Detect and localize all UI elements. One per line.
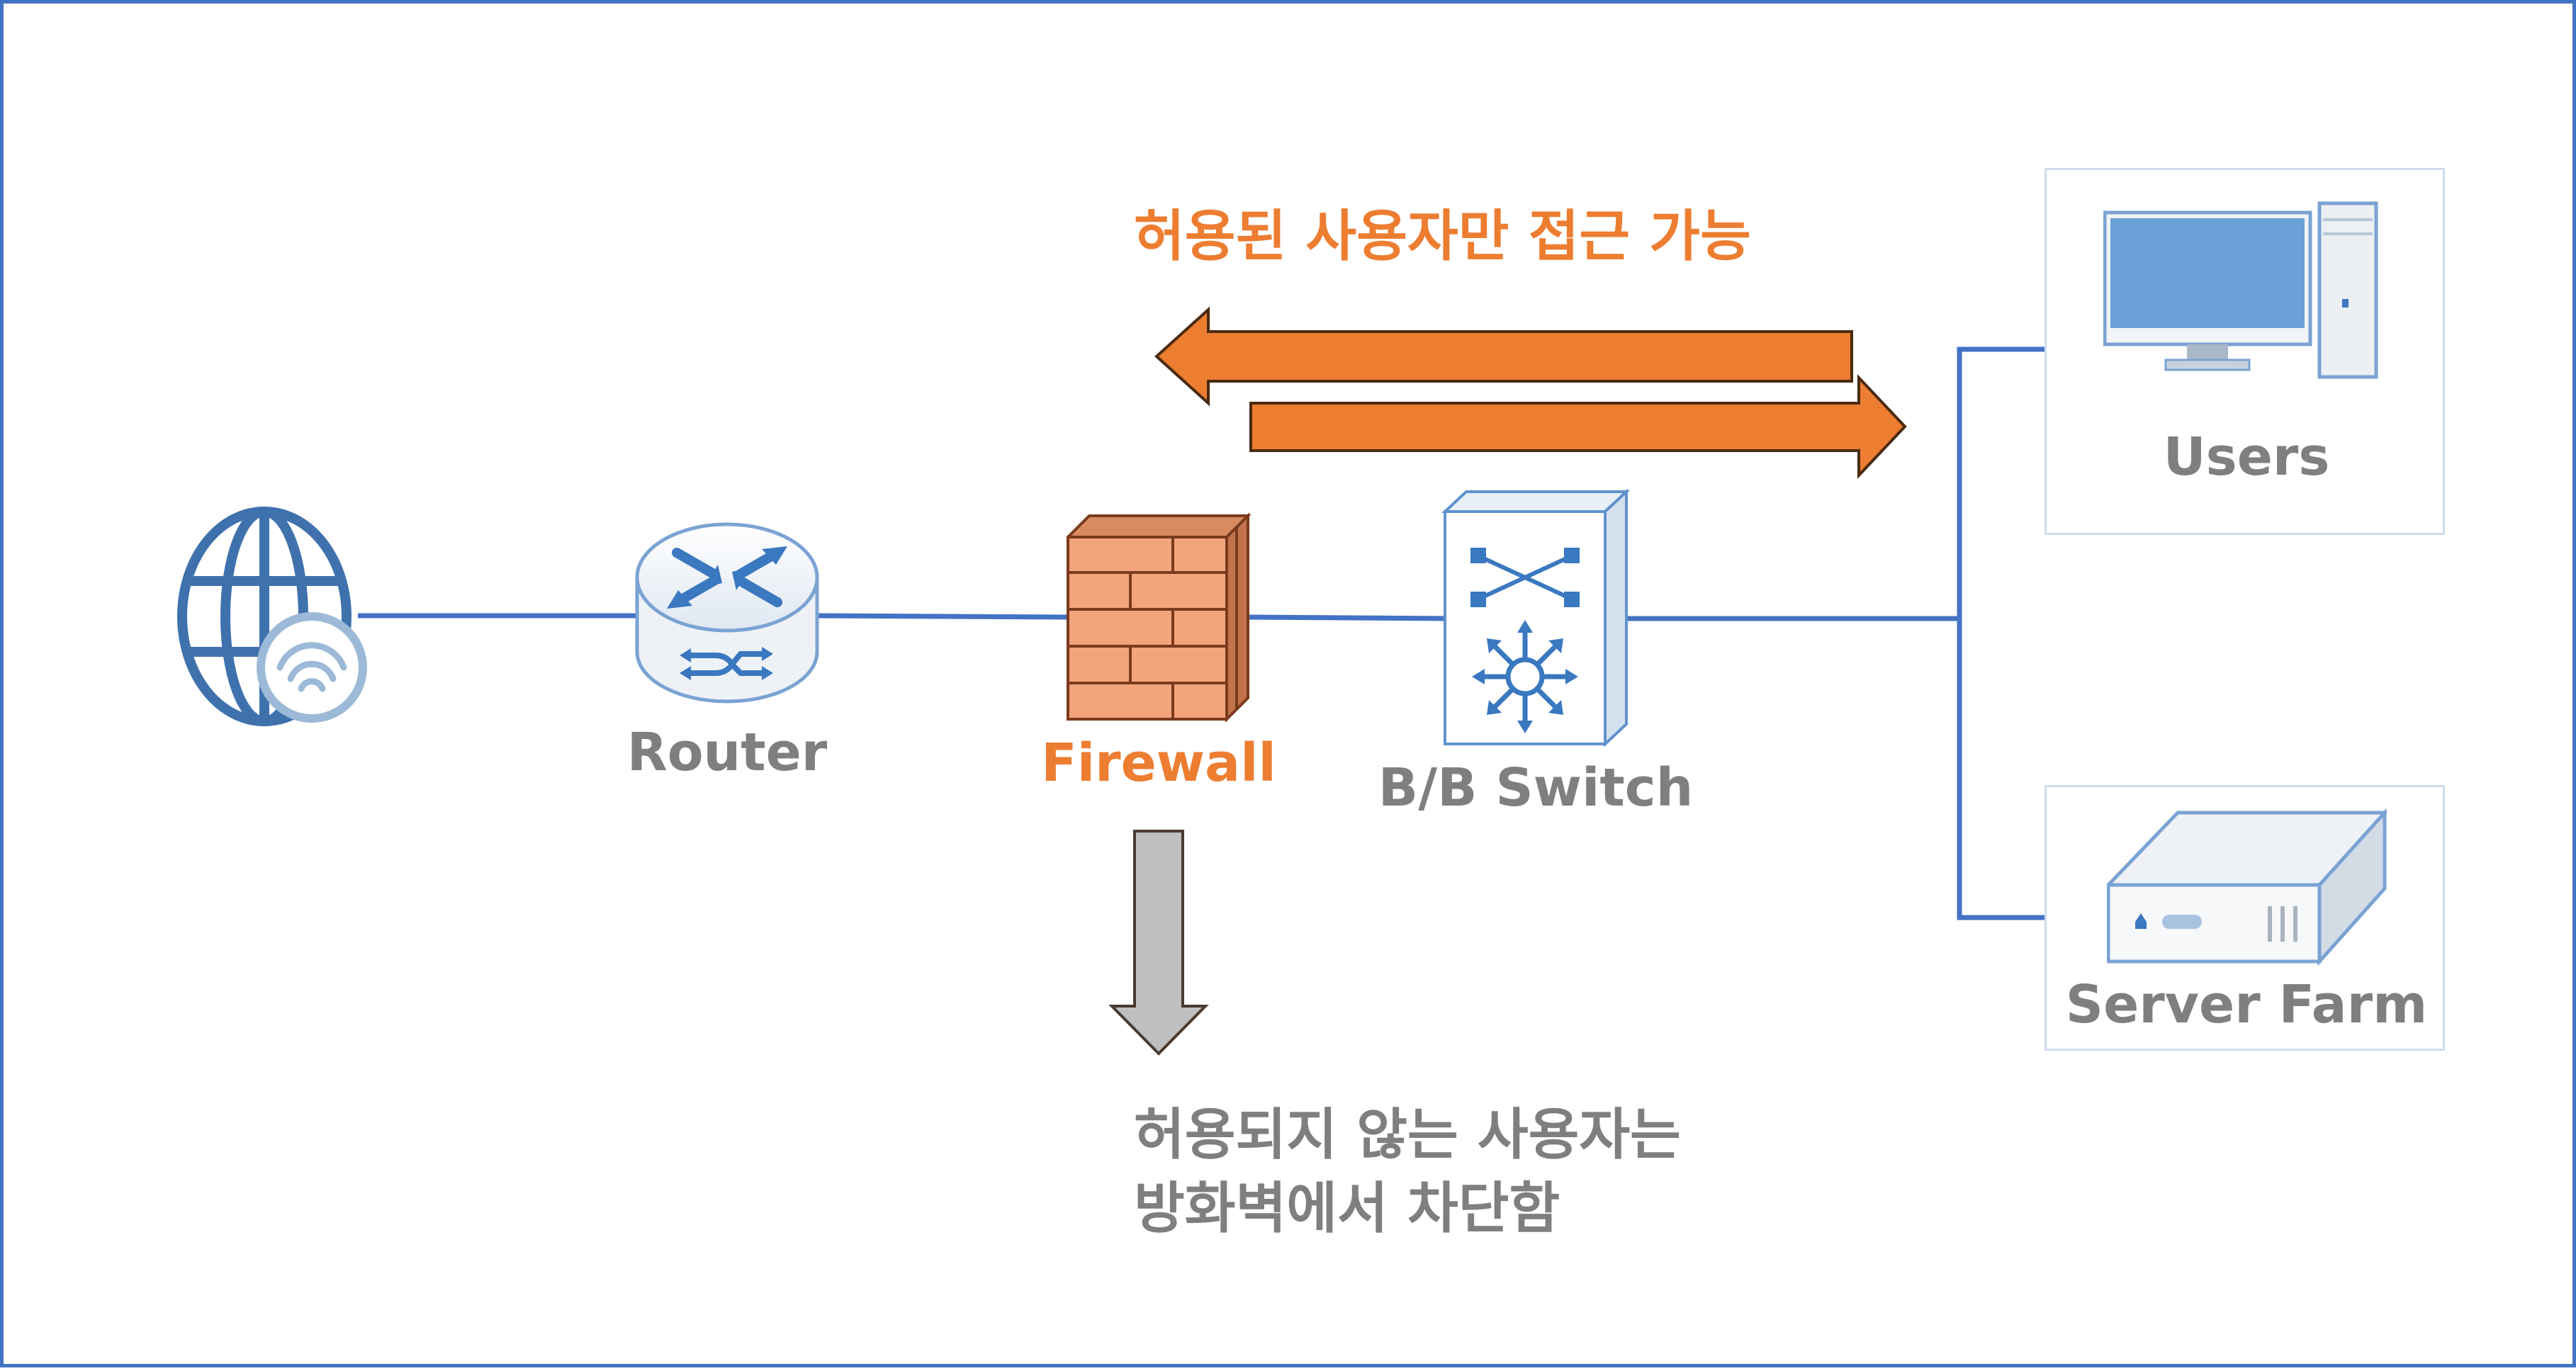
desktop-computer-icon (2103, 201, 2378, 379)
connection-lines (358, 346, 2045, 920)
users-box: Users (2045, 168, 2445, 535)
backbone-switch-icon (1442, 489, 1630, 747)
router-icon (635, 522, 819, 704)
users-node (2103, 200, 2380, 380)
switch-label: B/B Switch (1378, 757, 1694, 818)
internet-node (174, 503, 369, 730)
server-icon (2107, 808, 2387, 966)
edge-router-firewall (818, 613, 1071, 620)
server-farm-label: Server Farm (2065, 974, 2428, 1035)
blocked-users-note-line-2: 방화벽에서 차단함 (1134, 1177, 1560, 1241)
firewall-node (1067, 510, 1251, 723)
allowed-users-note: 허용된 사용자만 접근 가능 (1134, 205, 1751, 269)
edge-switch-users-server-bus (1957, 346, 2045, 920)
router-label: Router (626, 722, 828, 783)
router-node (634, 521, 820, 709)
firewall-icon (1067, 512, 1251, 723)
blocked-users-note: 허용되지 않는 사용자는 방화벽에서 차단함 (1134, 1098, 1681, 1246)
globe-wifi-icon (177, 507, 367, 726)
blocked-traffic-arrow (1108, 830, 1209, 1056)
server-farm-box: Server Farm (2045, 785, 2445, 1051)
users-label: Users (2163, 427, 2330, 487)
blocked-users-note-line-1: 허용되지 않는 사용자는 (1134, 1103, 1681, 1167)
edge-firewall-switch (1247, 614, 1450, 621)
firewall-label: Firewall (1041, 733, 1276, 794)
allowed-traffic-outbound-arrow (1249, 373, 1907, 480)
traffic-arrows (1108, 306, 1907, 1056)
server-farm-node (2107, 807, 2387, 966)
backbone-switch-node (1442, 489, 1630, 747)
allowed-traffic-inbound-arrow (1154, 306, 1853, 407)
